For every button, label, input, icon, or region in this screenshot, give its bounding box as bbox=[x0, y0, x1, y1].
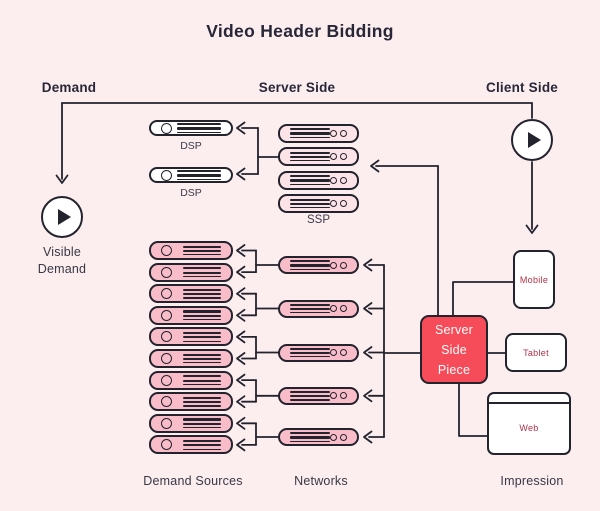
server-lines-icon bbox=[290, 128, 330, 138]
demand-source-server bbox=[149, 305, 233, 325]
dsp-label-1: DSP bbox=[180, 140, 202, 152]
demand-source-server bbox=[149, 435, 233, 455]
server-led-icon bbox=[161, 266, 172, 278]
mobile-device-box: Mobile bbox=[513, 250, 555, 309]
server-led-icon bbox=[161, 439, 172, 451]
server-lines-icon bbox=[290, 303, 330, 314]
ssp-server bbox=[278, 170, 359, 190]
server-lines-icon bbox=[183, 245, 221, 256]
demand-source-server bbox=[149, 392, 233, 412]
server-lines-icon bbox=[183, 332, 221, 342]
server-ports-icon bbox=[330, 176, 347, 184]
server-lines-icon bbox=[290, 175, 330, 185]
demand-source-server bbox=[149, 413, 233, 433]
column-header-demand: Demand bbox=[41, 80, 97, 95]
demand-source-server bbox=[149, 262, 233, 282]
server-ports-icon bbox=[330, 349, 347, 356]
server-led-icon bbox=[161, 245, 172, 256]
page-title: Video Header Bidding bbox=[206, 21, 394, 41]
play-triangle-icon bbox=[57, 209, 71, 225]
visible-demand-play-icon bbox=[41, 196, 83, 238]
server-ports-icon bbox=[330, 392, 347, 400]
server-ports-icon bbox=[330, 433, 347, 441]
ssp-label: SSP bbox=[306, 214, 330, 226]
server-lines-icon bbox=[183, 353, 221, 364]
server-lines-icon bbox=[183, 396, 221, 407]
network-server bbox=[278, 256, 359, 274]
server-lines-icon bbox=[177, 123, 221, 133]
server-lines-icon bbox=[183, 375, 221, 385]
column-header-server-side: Server Side bbox=[258, 80, 336, 95]
tablet-device-box: Tablet bbox=[505, 333, 567, 372]
server-lines-icon bbox=[183, 440, 221, 450]
network-server bbox=[278, 299, 359, 318]
demand-source-server bbox=[149, 241, 233, 260]
server-lines-icon bbox=[290, 198, 330, 209]
column-header-client-side: Client Side bbox=[486, 80, 558, 95]
server-ports-icon bbox=[330, 305, 347, 312]
server-ports-icon bbox=[330, 153, 347, 160]
server-side-piece-box: Server Side Piece bbox=[420, 315, 488, 384]
server-ports-icon bbox=[330, 129, 347, 137]
server-lines-icon bbox=[183, 310, 221, 321]
server-ports-icon bbox=[330, 200, 347, 207]
server-lines-icon bbox=[290, 390, 330, 401]
server-lines-icon bbox=[183, 418, 221, 429]
server-ports-icon bbox=[330, 261, 347, 269]
server-lines-icon bbox=[183, 288, 221, 299]
server-led-icon bbox=[161, 417, 172, 429]
server-lines-icon bbox=[290, 260, 330, 270]
server-led-icon bbox=[161, 374, 172, 386]
network-server bbox=[278, 386, 359, 405]
network-server bbox=[278, 428, 359, 446]
server-led-icon bbox=[161, 288, 172, 300]
visible-demand-label: Visible Demand bbox=[37, 245, 87, 276]
web-browser-box: Web bbox=[487, 392, 571, 455]
demand-sources-label: Demand Sources bbox=[143, 474, 243, 488]
server-lines-icon bbox=[183, 267, 221, 277]
server-led-icon bbox=[161, 331, 172, 343]
server-lines-icon bbox=[290, 432, 330, 442]
server-led-icon bbox=[161, 353, 172, 364]
dsp-server bbox=[149, 120, 233, 136]
network-server bbox=[278, 343, 359, 362]
client-side-play-icon bbox=[511, 119, 553, 161]
play-triangle-icon bbox=[527, 132, 541, 148]
demand-source-server bbox=[149, 327, 233, 347]
server-led-icon bbox=[161, 396, 172, 408]
server-led-icon bbox=[161, 122, 172, 134]
impression-label: Impression bbox=[500, 474, 564, 488]
server-led-icon bbox=[161, 309, 172, 321]
browser-titlebar bbox=[489, 402, 569, 404]
server-lines-icon bbox=[290, 151, 330, 162]
ssp-server bbox=[278, 194, 359, 213]
ssp-server bbox=[278, 147, 359, 166]
ssp-server bbox=[278, 123, 359, 143]
dsp-label-2: DSP bbox=[180, 187, 202, 199]
demand-source-server bbox=[149, 349, 233, 368]
server-led-icon bbox=[161, 169, 172, 181]
server-lines-icon bbox=[290, 347, 330, 358]
server-lines-icon bbox=[177, 170, 221, 180]
dsp-server bbox=[149, 167, 233, 183]
demand-source-server bbox=[149, 370, 233, 390]
networks-label: Networks bbox=[294, 474, 348, 488]
demand-source-server bbox=[149, 284, 233, 304]
